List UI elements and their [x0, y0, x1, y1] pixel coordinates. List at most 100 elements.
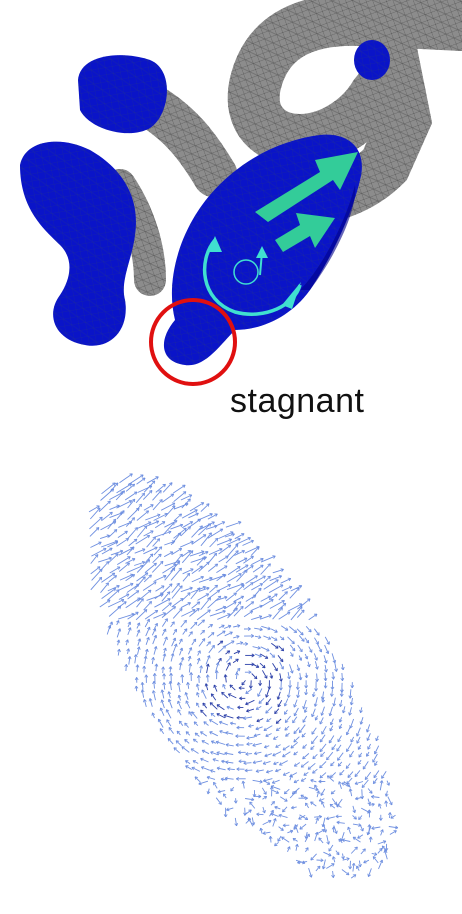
velocity-vector	[191, 622, 197, 629]
velocity-vector	[320, 762, 327, 768]
velocity-vector	[288, 637, 295, 644]
velocity-vector	[89, 517, 102, 529]
velocity-vector	[362, 780, 368, 788]
velocity-vector	[90, 508, 100, 519]
velocity-vector	[291, 586, 302, 591]
velocity-vector	[108, 600, 124, 608]
velocity-vector	[128, 591, 139, 599]
velocity-vector	[128, 528, 138, 539]
velocity-vector	[226, 593, 236, 601]
velocity-vector	[192, 602, 200, 609]
velocity-vector	[107, 590, 119, 601]
velocity-vector	[162, 494, 174, 502]
velocity-vector	[110, 567, 120, 573]
velocity-vector	[228, 608, 238, 618]
velocity-vector	[171, 533, 181, 545]
velocity-vector	[126, 484, 135, 491]
velocity-vector	[210, 611, 226, 616]
velocity-vector	[147, 594, 164, 600]
velocity-vector	[369, 825, 370, 834]
velocity-vector	[312, 736, 318, 744]
velocity-vector	[126, 518, 134, 527]
velocity-vector	[153, 500, 162, 510]
velocity-vector	[152, 561, 163, 572]
velocity-vector	[172, 586, 182, 599]
velocity-vector	[308, 763, 315, 769]
velocity-vector	[90, 542, 101, 547]
velocity-vector	[227, 539, 241, 545]
velocity-vector	[251, 606, 262, 611]
velocity-vector	[327, 752, 333, 760]
velocity-vector	[144, 601, 152, 610]
velocity-vector	[351, 847, 357, 854]
velocity-vector	[192, 526, 203, 538]
velocity-vector-field	[0, 450, 462, 914]
velocity-vector	[162, 607, 176, 618]
velocity-vector	[297, 629, 303, 635]
velocity-vector	[174, 504, 188, 510]
stagnant-label: stagnant	[230, 382, 364, 421]
velocity-vector	[222, 692, 228, 698]
velocity-vector	[162, 603, 171, 611]
velocity-vector	[172, 548, 182, 554]
velocity-vector	[198, 594, 209, 601]
velocity-vector	[320, 744, 326, 752]
velocity-vector	[269, 585, 283, 593]
velocity-vector	[147, 537, 156, 547]
velocity-vector	[101, 583, 109, 593]
velocity-vector	[109, 492, 123, 499]
velocity-vector	[245, 602, 254, 609]
velocity-vector	[143, 547, 157, 554]
velocity-vector	[208, 564, 217, 572]
velocity-vector	[163, 584, 173, 593]
velocity-vector	[299, 725, 305, 733]
velocity-vector	[279, 592, 288, 600]
velocity-vector	[136, 610, 147, 620]
velocity-vector	[182, 522, 192, 528]
velocity-vector	[279, 612, 290, 619]
velocity-vector	[226, 522, 241, 527]
velocity-vector	[144, 505, 153, 511]
aneurysm-lobes	[20, 40, 390, 365]
velocity-vector	[180, 541, 193, 547]
velocity-vector	[172, 599, 184, 608]
velocity-vector	[143, 582, 156, 591]
velocity-vector	[197, 610, 210, 620]
velocity-vector	[217, 539, 232, 545]
velocity-vector	[199, 562, 210, 572]
velocity-vector	[102, 548, 112, 554]
velocity-vector	[155, 576, 167, 581]
velocity-vector	[182, 747, 190, 753]
velocity-vector	[216, 566, 227, 573]
velocity-vector	[243, 566, 254, 573]
velocity-vector	[244, 611, 253, 617]
velocity-vector	[201, 598, 211, 610]
velocity-vector	[117, 539, 129, 547]
velocity-vector	[338, 753, 344, 761]
velocity-vector	[125, 492, 137, 500]
velocity-vector	[210, 585, 218, 592]
vector-arrows	[89, 474, 398, 878]
velocity-vector	[225, 602, 236, 609]
velocity-vector	[190, 519, 201, 527]
velocity-vector	[219, 585, 231, 591]
velocity-vector	[252, 588, 261, 598]
velocity-vector	[201, 710, 207, 716]
velocity-vector	[144, 481, 155, 492]
velocity-vector	[99, 501, 110, 512]
velocity-vector	[101, 512, 112, 521]
velocity-vector	[219, 646, 226, 653]
velocity-vector	[182, 551, 191, 557]
velocity-vector	[291, 742, 298, 748]
velocity-vector	[117, 501, 132, 509]
velocity-vector	[309, 614, 317, 620]
velocity-vector	[197, 557, 205, 565]
velocity-vector	[147, 477, 159, 483]
velocity-vector	[209, 645, 215, 653]
velocity-vector	[244, 583, 254, 590]
velocity-vector	[219, 556, 229, 562]
velocity-vector	[145, 610, 158, 619]
velocity-vector	[253, 565, 263, 572]
velocity-vector	[100, 600, 110, 607]
velocity-vector	[173, 608, 182, 618]
